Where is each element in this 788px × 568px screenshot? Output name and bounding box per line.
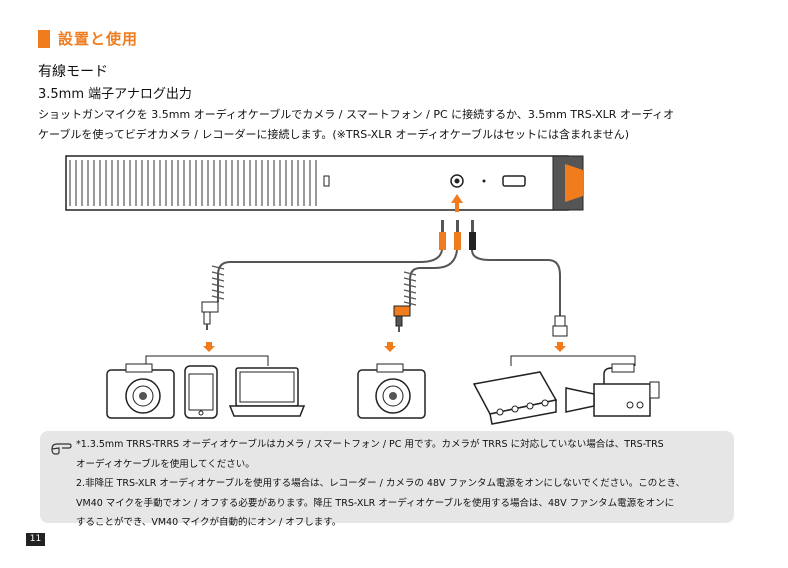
cable-plugs — [439, 220, 476, 250]
camera-icon — [357, 363, 426, 419]
title-accent-bar — [38, 29, 50, 48]
recorder-icon — [472, 371, 558, 425]
video-camera-icon — [565, 363, 660, 417]
section-title: 設置と使用 — [38, 28, 138, 49]
section-title-text: 設置と使用 — [58, 30, 139, 48]
laptop-icon — [228, 367, 306, 417]
note-line-2: オーディオケーブルを使用してください。 — [76, 458, 255, 470]
note-line-5: することができ、VM40 マイクが自動的にオン / オフします。 — [76, 517, 342, 528]
camera-icon — [106, 363, 175, 419]
input-arrow-icon — [451, 194, 463, 212]
note-box: *1.3.5mm TRRS-TRRS オーディオケーブルはカメラ / スマートフ… — [40, 431, 734, 528]
page-number: 11 — [26, 533, 45, 546]
microphone-illustration — [65, 155, 584, 211]
smartphone-icon — [184, 365, 218, 419]
cables — [217, 249, 561, 316]
note-line-1: *1.3.5mm TRRS-TRRS オーディオケーブルはカメラ / スマートフ… — [76, 439, 664, 450]
description-line-2: ケーブルを使ってビデオカメラ / レコーダーに接続します。(※TRS-XLR オ… — [38, 128, 629, 141]
connection-diagram — [65, 155, 660, 425]
subheading: 有線モード — [38, 64, 108, 80]
description: ショットガンマイクを 3.5mm オーディオケーブルでカメラ / スマートフォン… — [38, 105, 758, 145]
note-text: *1.3.5mm TRRS-TRRS オーディオケーブルはカメラ / スマートフ… — [76, 435, 726, 533]
subheading-analog-output: 3.5mm 端子アナログ出力 — [38, 87, 192, 102]
description-line-1: ショットガンマイクを 3.5mm オーディオケーブルでカメラ / スマートフォン… — [38, 108, 675, 121]
note-line-3: 2.非降圧 TRS-XLR オーディオケーブルを使用する場合は、レコーダー / … — [76, 478, 686, 489]
note-line-4: VM40 マイクを手動でオン / オフする必要があります。降圧 TRS-XLR … — [76, 497, 675, 509]
pointing-hand-icon — [51, 443, 72, 455]
